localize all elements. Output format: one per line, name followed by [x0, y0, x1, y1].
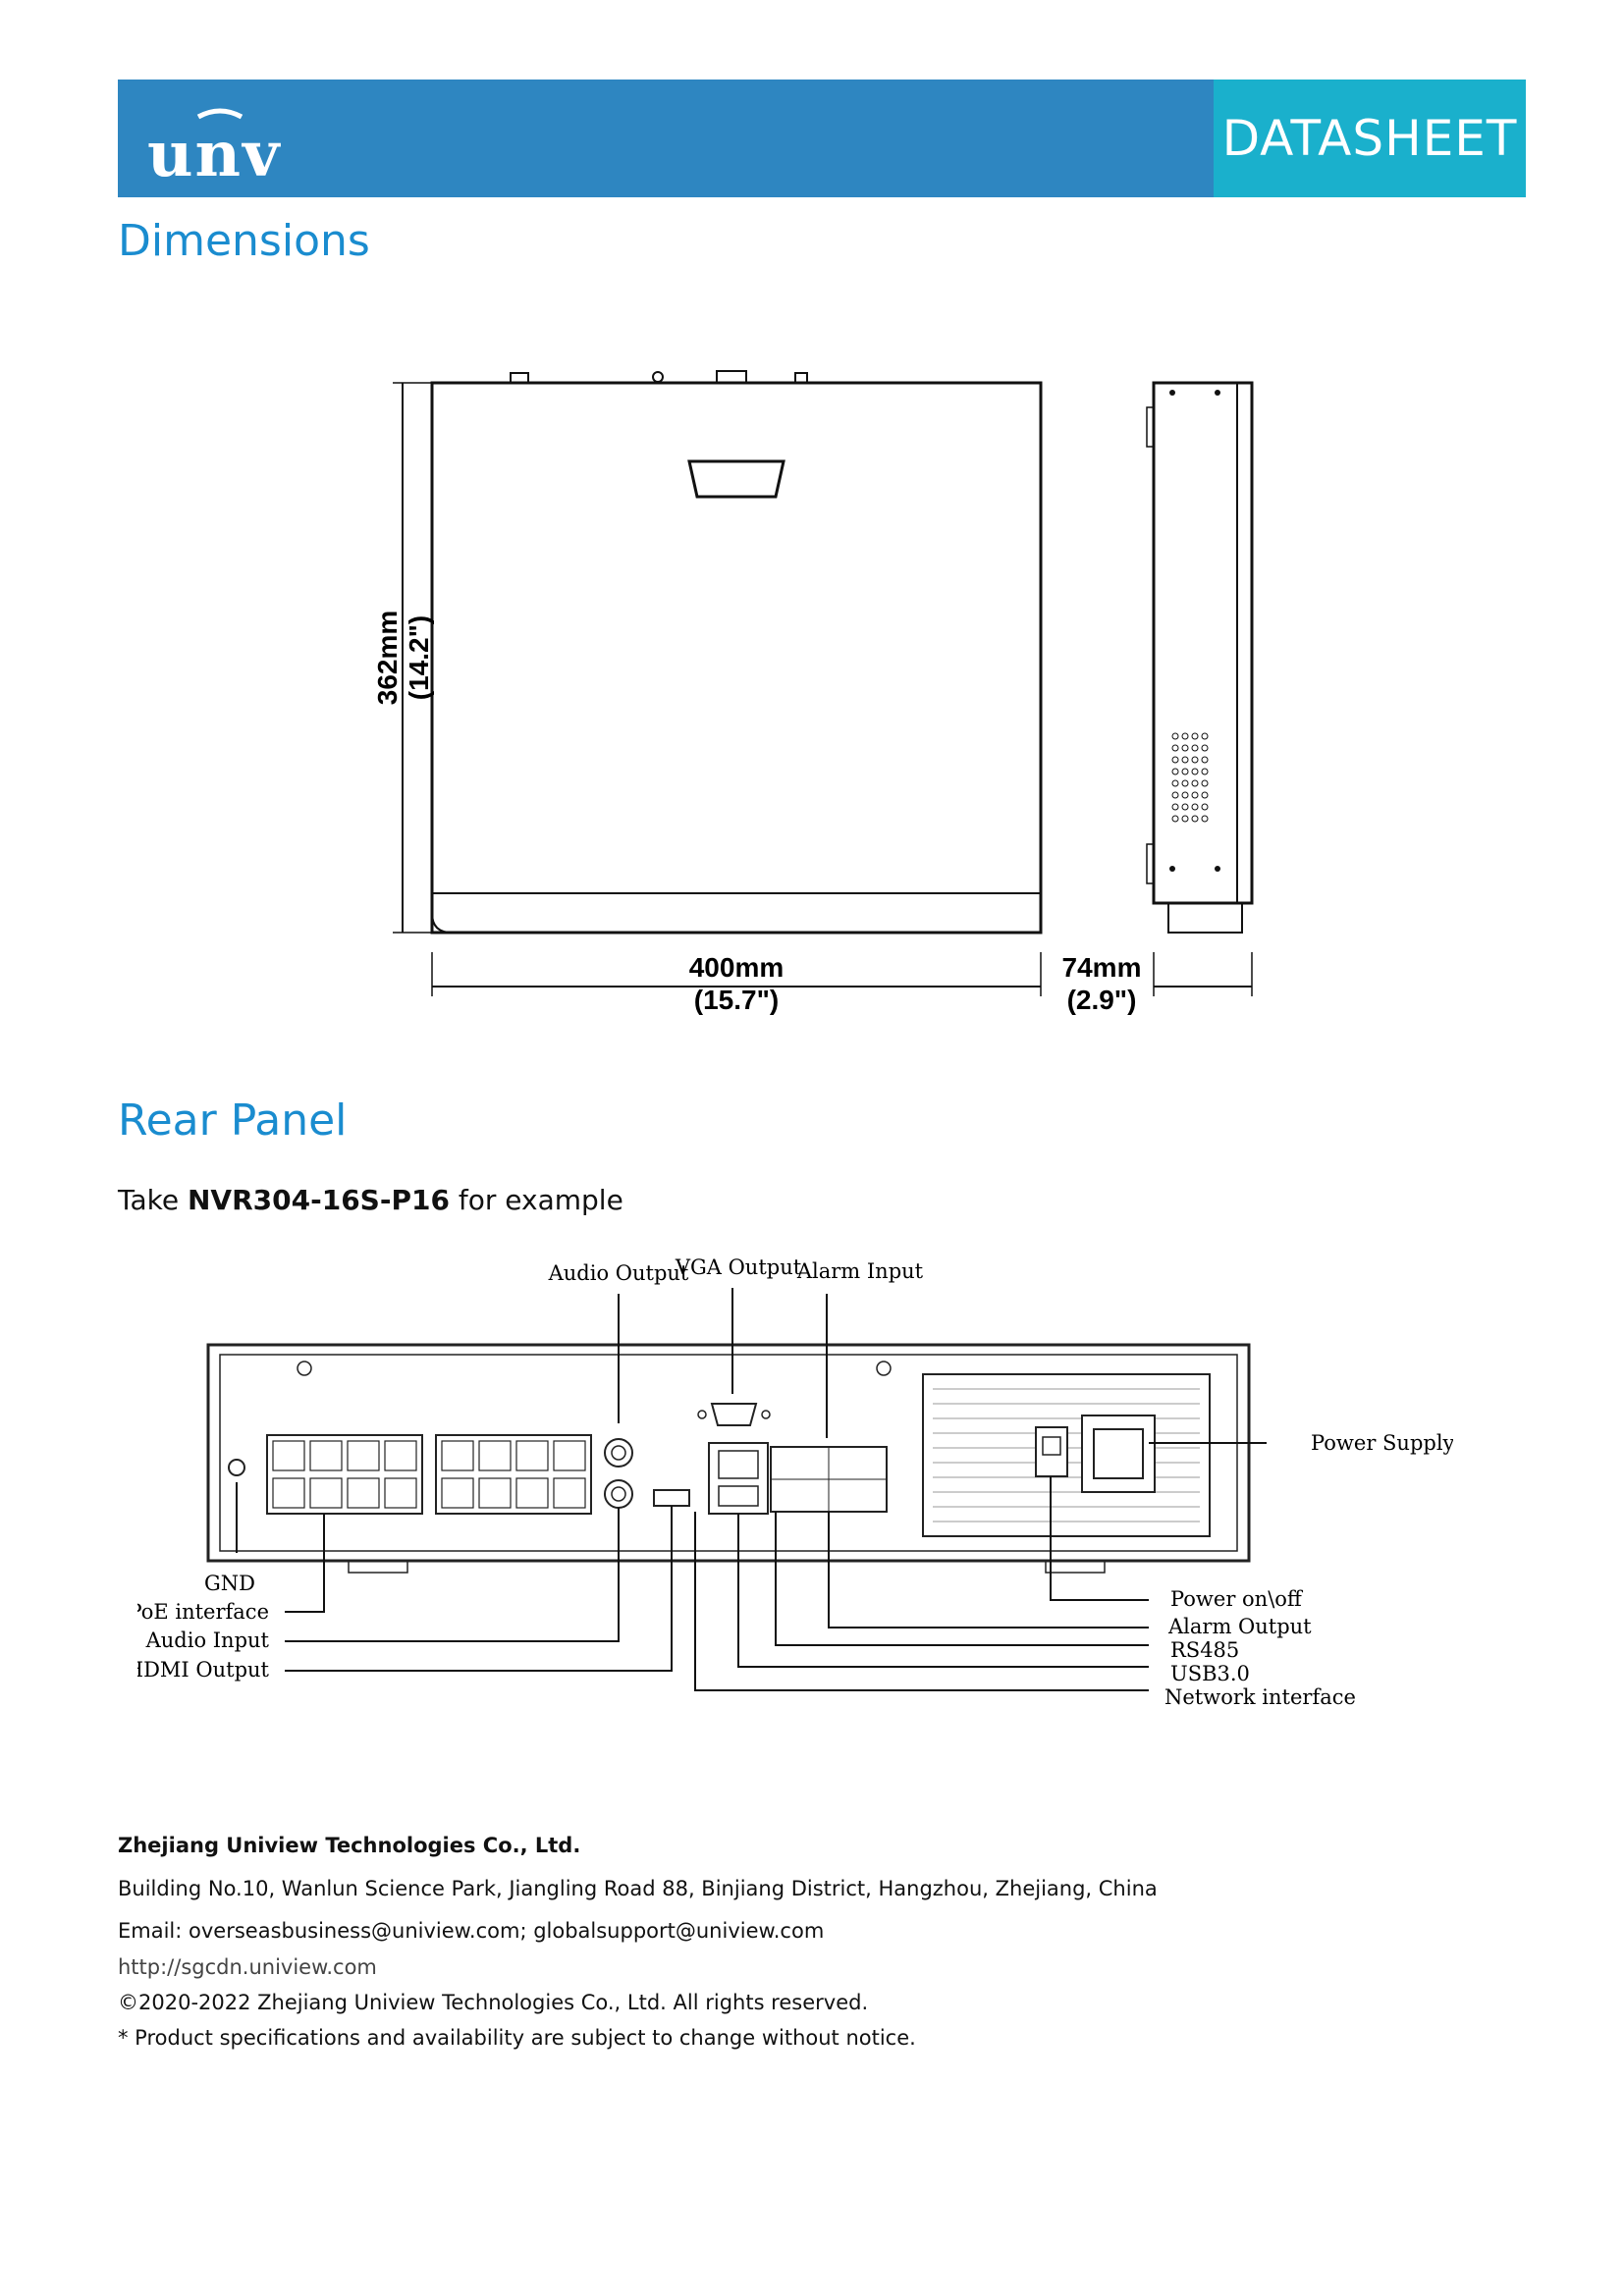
width-in-label: (15.7"): [694, 985, 779, 1015]
label-alarm-output: Alarm Output: [1167, 1615, 1312, 1638]
example-model: NVR304-16S-P16: [187, 1184, 450, 1216]
dimensions-drawing: 362mm (14.2") 400mm (15.7") 74mm (2.9"): [372, 370, 1254, 1015]
width-mm-label: 400mm: [689, 952, 785, 983]
unv-logo: unv: [147, 108, 281, 187]
footer-url[interactable]: http://sgcdn.uniview.com: [118, 1955, 377, 1979]
label-alarm-input: Alarm Input: [796, 1259, 924, 1283]
footer-company: Zhejiang Uniview Technologies Co., Ltd.: [118, 1834, 581, 1857]
footer-address: Building No.10, Wanlun Science Park, Jia…: [118, 1877, 1158, 1900]
label-gnd: GND: [204, 1572, 255, 1595]
label-usb30: USB3.0: [1170, 1662, 1250, 1685]
label-rs485: RS485: [1170, 1638, 1239, 1662]
footer-email: Email: overseasbusiness@uniview.com; glo…: [118, 1919, 825, 1943]
footer-copyright: ©2020-2022 Zhejiang Uniview Technologies…: [118, 1991, 869, 2014]
label-vga-output: VGA Output: [675, 1255, 802, 1279]
dimensions-title: Dimensions: [118, 216, 370, 266]
rear-panel-drawing: Audio Output VGA Output Alarm Input Powe…: [137, 1255, 1453, 1709]
depth-mm-label: 74mm: [1062, 952, 1142, 983]
rear-panel-title: Rear Panel: [118, 1095, 348, 1146]
height-mm-label: 362mm: [372, 611, 403, 706]
label-audio-output: Audio Output: [548, 1261, 689, 1285]
label-power-supply: Power Supply: [1311, 1431, 1453, 1455]
label-poe-interface: PoE interface: [137, 1600, 269, 1624]
label-network-interface: Network interface: [1164, 1685, 1356, 1709]
depth-in-label: (2.9"): [1067, 985, 1137, 1015]
page-header: unv DATASHEET: [118, 80, 1526, 197]
datasheet-tag: DATASHEET: [1214, 80, 1526, 197]
label-hdmi-output: HDMI Output: [137, 1658, 270, 1682]
example-suffix: for example: [458, 1184, 623, 1216]
height-in-label: (14.2"): [404, 615, 434, 700]
example-prefix: Take: [118, 1184, 180, 1216]
footer-notice: * Product specifications and availabilit…: [118, 2026, 916, 2050]
label-audio-input: Audio Input: [145, 1629, 270, 1652]
label-power-onoff: Power on\off: [1170, 1587, 1304, 1611]
svg-text:unv: unv: [147, 118, 281, 187]
example-line: Take NVR304-16S-P16 for example: [118, 1184, 623, 1216]
